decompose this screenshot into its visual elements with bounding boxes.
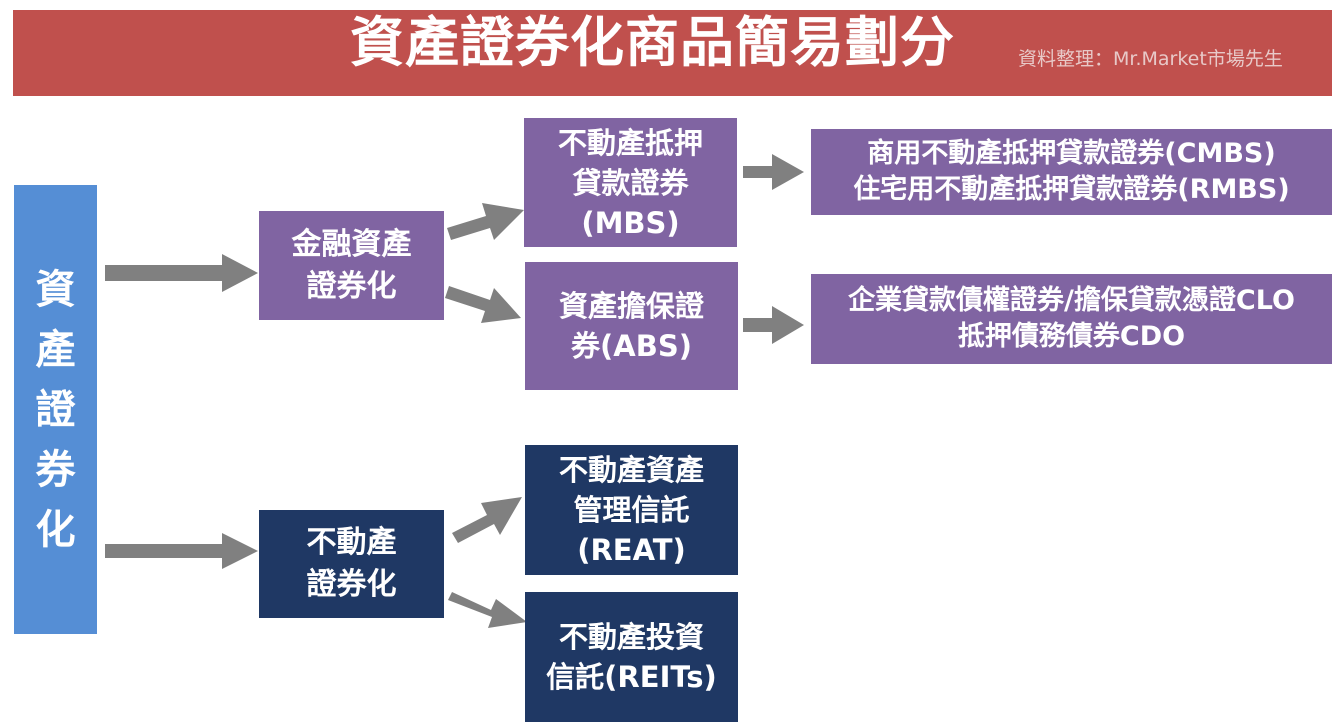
node-label-line: 金融資產 [291,226,412,262]
node-label-line: 管理信託 [573,493,690,527]
root-char: 產 [35,326,76,373]
node-label-line: 不動產資產 [558,453,704,487]
node-label-line: 不動產 [306,525,397,560]
page-title: 資產證券化商品簡易劃分 [350,11,955,74]
node-label-line: 證券化 [306,567,397,602]
node-label-line: 不動產投資 [558,620,704,654]
source-credit: 資料整理：Mr.Market市場先生 [1018,48,1283,70]
node-label-line: 資產擔保證 [558,289,704,323]
node-label-line: (MBS) [581,205,680,240]
node-label-line: 證券化 [306,268,397,304]
arrow-financial-to-mbs [447,203,524,240]
node-mbs-detail: 商用不動產抵押貸款證券(CMBS) 住宅用不動產抵押貸款證券(RMBS) [811,129,1332,215]
root-char: 化 [35,506,76,553]
node-real-estate-securitization: 不動產 證券化 [259,510,444,618]
node-label-line: 貸款證券 [572,165,689,200]
root-char: 證 [35,386,76,433]
node-reat: 不動產資產 管理信託 (REAT) [525,445,738,575]
arrow-root-to-real-estate [105,533,258,569]
arrow-abs-to-detail [743,306,804,344]
node-mbs: 不動產抵押 貸款證券 (MBS) [524,118,737,247]
node-label-line: 企業貸款債權證券/擔保貸款憑證CLO [848,285,1295,316]
title-banner [13,10,1332,96]
node-reits: 不動產投資 信託(REITs) [525,592,738,722]
root-node-asset-securitization: 資 產 證 券 化 [14,185,97,634]
node-label-line: 券(ABS) [571,329,692,363]
node-financial-asset-securitization: 金融資產 證券化 [259,211,444,320]
node-label-line: 抵押債務債券CDO [957,321,1186,352]
root-char: 資 [35,266,76,313]
root-char: 券 [35,446,76,493]
arrow-root-to-financial [105,254,258,292]
arrow-financial-to-abs [445,286,521,323]
node-abs: 資產擔保證 券(ABS) [525,262,738,390]
node-label-line: 住宅用不動產抵押貸款證券(RMBS) [853,174,1290,205]
arrow-real-estate-to-reat [452,497,522,543]
node-label-line: 不動產抵押 [557,125,703,160]
node-abs-detail: 企業貸款債權證券/擔保貸款憑證CLO 抵押債務債券CDO [811,274,1332,364]
node-label-line: 信託(REITs) [546,660,717,694]
node-label-line: 商用不動產抵押貸款證券(CMBS) [867,138,1276,169]
arrow-real-estate-to-reits [448,592,527,628]
node-label-line: (REAT) [577,533,686,567]
arrow-mbs-to-detail [743,154,804,190]
